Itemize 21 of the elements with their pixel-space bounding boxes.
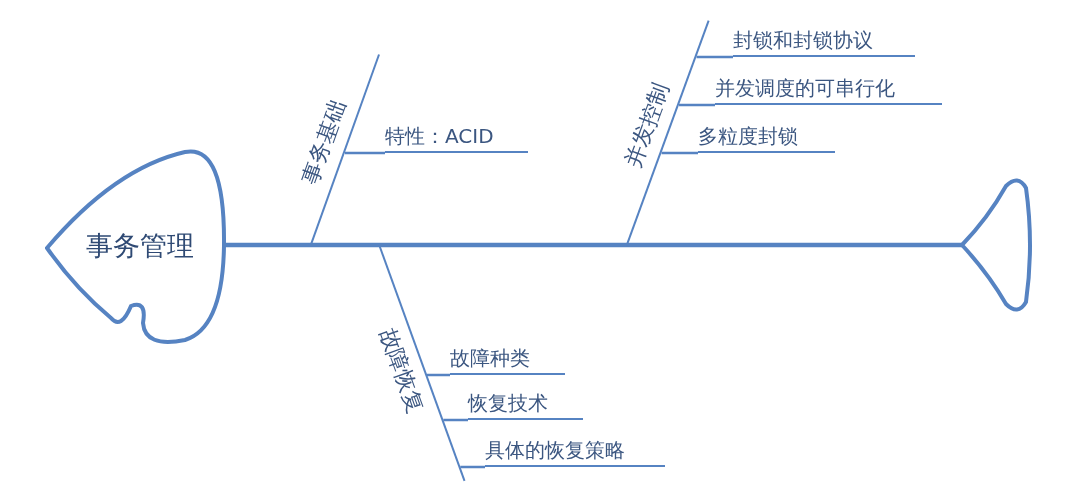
cause-label: 恢复技术 [468,390,548,417]
bone-line [427,373,450,377]
bone-line [224,243,380,247]
spine-line [224,242,962,248]
fish-tail [958,178,1034,313]
cause-label: 故障种类 [450,345,530,372]
bone-line [679,103,715,107]
bone-line [661,151,698,155]
cause-label: 特性：ACID [385,123,494,150]
bone-line [443,418,468,422]
branch-label: 事务基础 [296,95,352,189]
cause-label: 具体的恢复策略 [485,437,625,464]
cause-label: 封锁和封锁协议 [733,27,873,54]
cause-label: 多粒度封锁 [698,123,798,150]
branch-label: 故障恢复 [373,323,430,417]
bone-line [344,151,385,155]
bone-line [696,55,733,59]
cause-label: 并发调度的可串行化 [715,75,895,102]
branch-label: 并发控制 [619,78,675,172]
head-label: 事务管理 [85,229,195,263]
bone-line [460,465,485,469]
